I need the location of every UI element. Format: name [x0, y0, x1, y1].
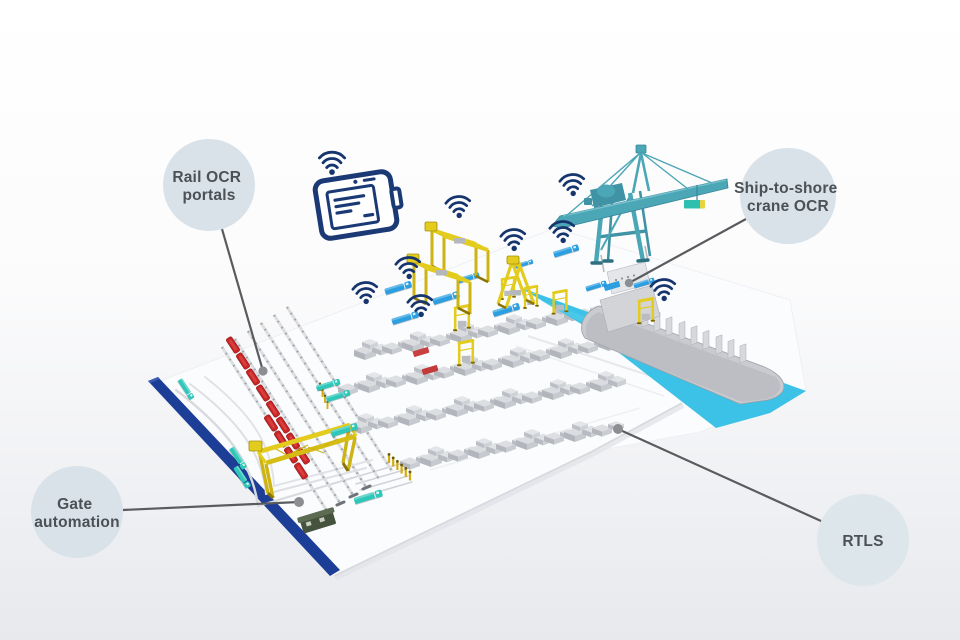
callout-label: RTLS	[842, 533, 883, 550]
yard-rtg-cranes	[406, 221, 536, 316]
gate-area	[297, 381, 413, 534]
callout-rail-ocr-portals: Rail OCR portals	[163, 139, 255, 231]
leader-dots	[258, 278, 634, 507]
container-yard	[338, 297, 634, 470]
callout-label: Ship-to-shore crane OCR	[734, 180, 842, 215]
callout-gate-automation: Gate automation	[31, 466, 123, 558]
blue-container-on-ship	[603, 281, 621, 291]
callout-bubble	[740, 148, 836, 244]
hanging-container	[684, 200, 705, 209]
rtg-crane-3	[496, 255, 536, 310]
callout-label: Rail OCR portals	[172, 169, 245, 204]
callout-bubble	[817, 494, 909, 586]
callout-label: Gate automation	[34, 496, 120, 531]
sts-crane	[551, 144, 729, 265]
container-ship	[581, 245, 785, 405]
callout-bubble	[31, 466, 123, 558]
red-containers	[412, 347, 439, 375]
gate-kiosk	[297, 507, 336, 534]
leader-lines	[122, 218, 822, 523]
callout-ship-to-shore-crane-ocr: Ship-to-shore crane OCR	[734, 148, 842, 244]
tablet-device-icon	[312, 169, 404, 241]
callout-rtls: RTLS	[817, 494, 909, 586]
callouts: Rail OCR portals Ship-to-shore crane OCR…	[31, 139, 909, 586]
callout-bubble	[163, 139, 255, 231]
